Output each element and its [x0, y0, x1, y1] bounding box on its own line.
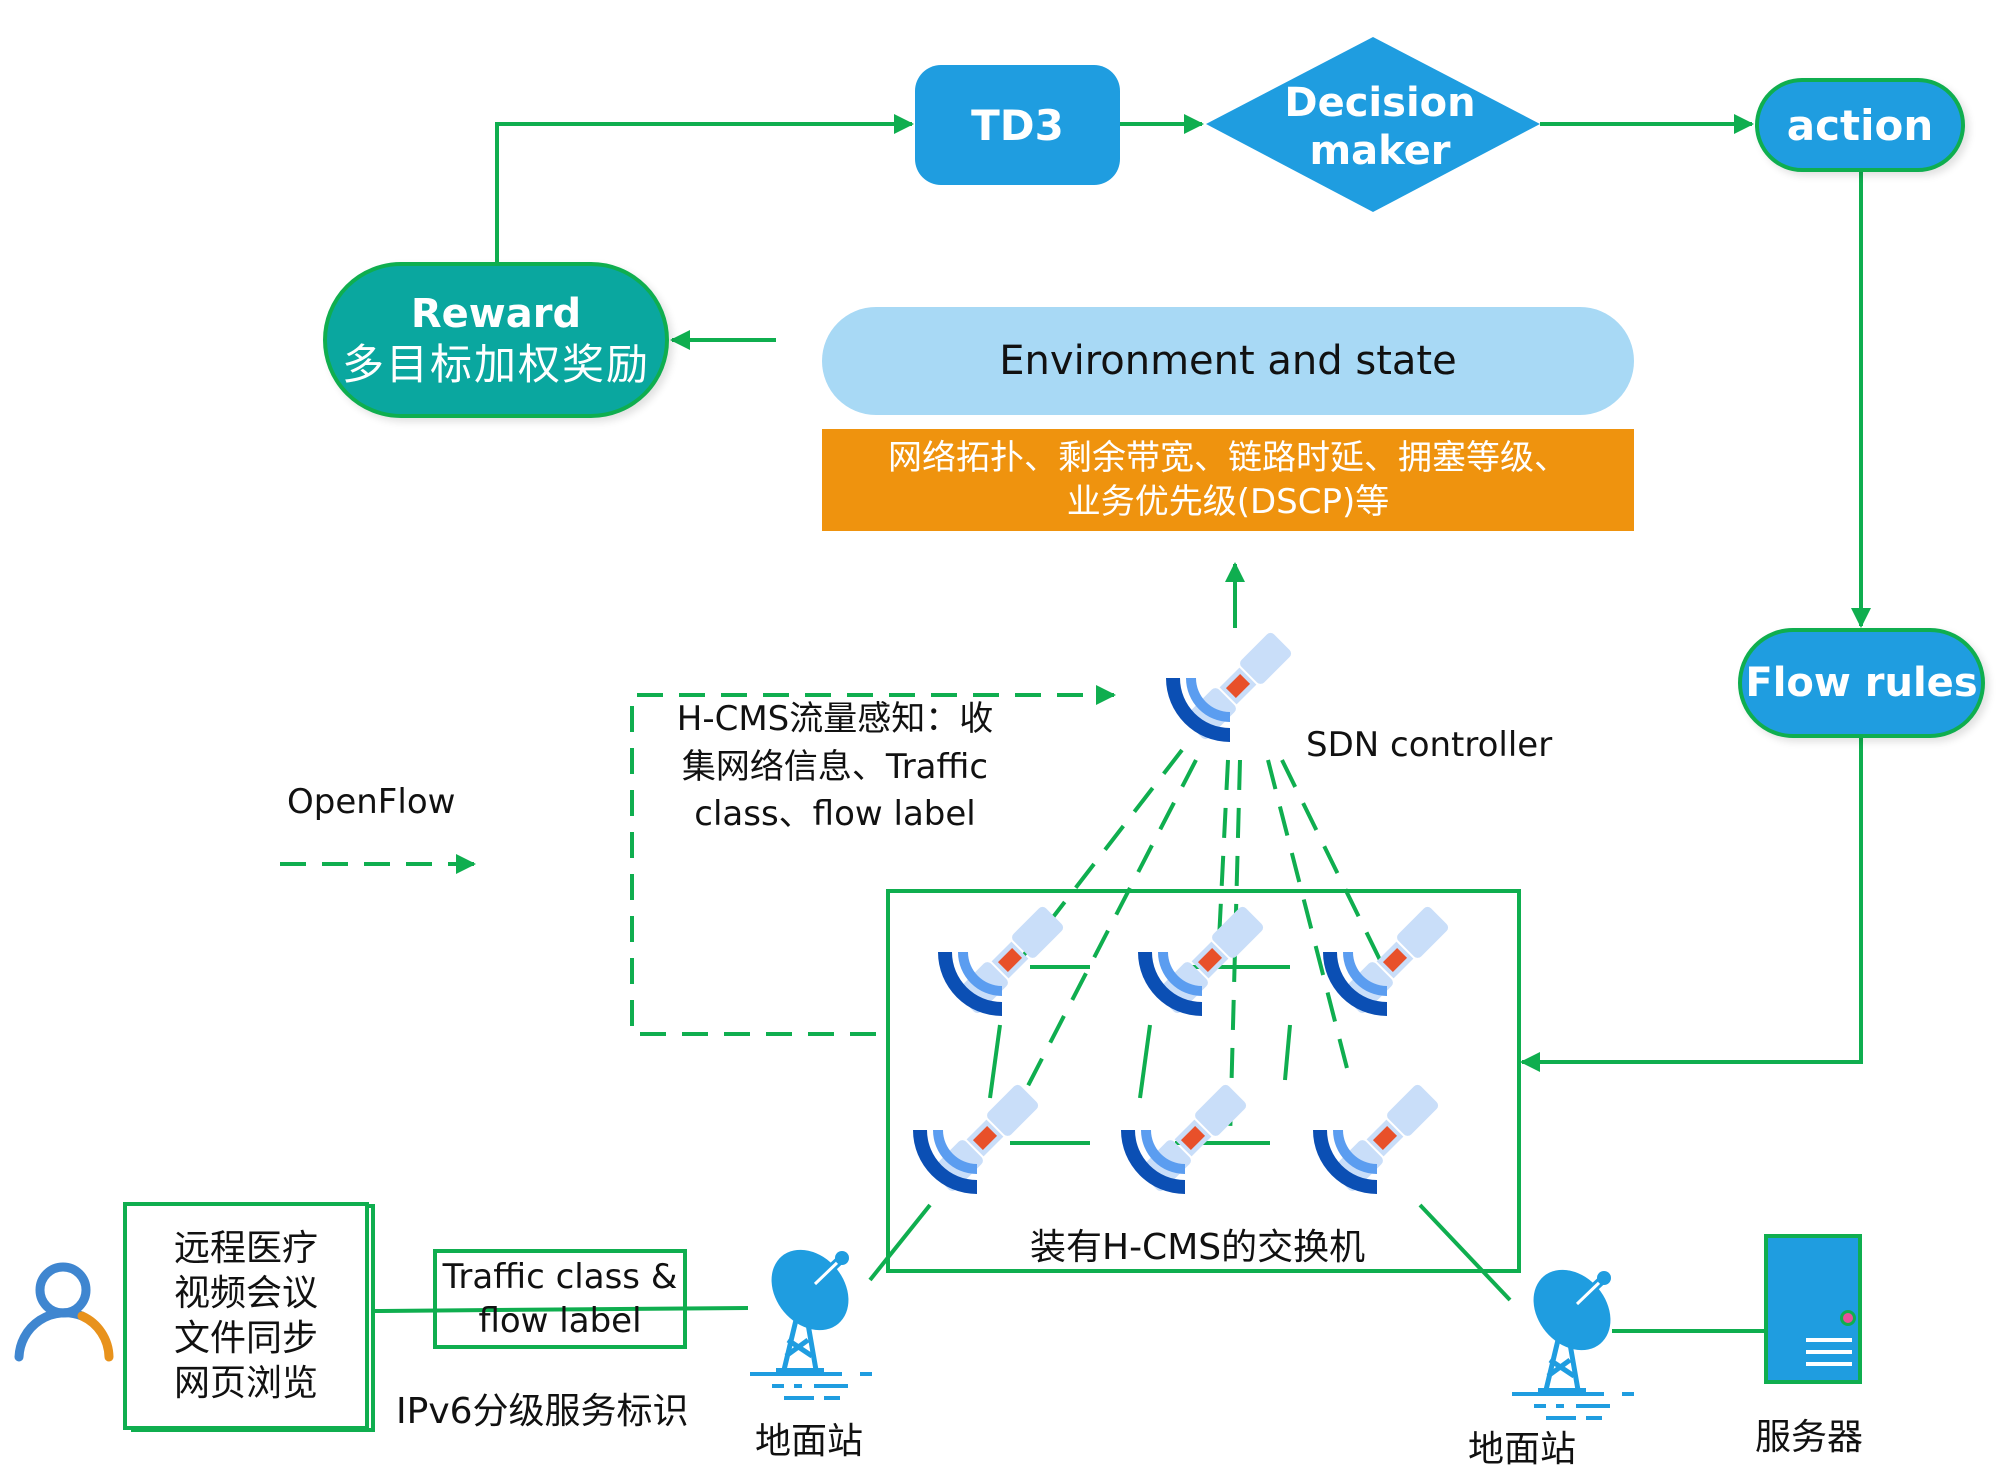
ground-station-right-icon	[1512, 1254, 1634, 1418]
switch-satellite-icon	[913, 1082, 1041, 1194]
switch-satellite-icon	[938, 904, 1066, 1016]
openflow-legend-label: OpenFlow	[287, 782, 456, 822]
ground-station-right-label: 地面站	[1468, 1429, 1577, 1470]
switch-group-label: 装有H-CMS的交换机	[1030, 1227, 1366, 1268]
hcms-note-line1: H-CMS流量感知：收	[676, 699, 994, 739]
hcms-note-line3: class、flow label	[694, 794, 976, 835]
reward-subtitle: 多目标加权奖励	[341, 339, 650, 389]
application-item: 远程医疗	[173, 1228, 318, 1269]
traffic-class-line1: Traffic class &	[442, 1256, 678, 1297]
hcms-note-line2: 集网络信息、Traffic	[681, 746, 989, 787]
ipv6-label: IPv6分级服务标识	[396, 1391, 689, 1432]
reward-node[interactable]: Reward 多目标加权奖励	[323, 262, 669, 418]
action-node[interactable]: action	[1755, 78, 1965, 172]
user-icon	[14, 1262, 114, 1362]
flow-rules-node[interactable]: Flow rules	[1738, 628, 1985, 738]
switch-group-box	[886, 889, 1521, 1273]
sdn-controller-satellite-icon	[1166, 630, 1294, 742]
flowrules-to-switches-arrow	[1520, 738, 1863, 1072]
switch-satellite-icon	[1121, 1082, 1249, 1194]
ground-station-left-label: 地面站	[755, 1421, 864, 1462]
ground-station-left-icon	[750, 1234, 872, 1398]
decision-maker-line2: maker	[1309, 128, 1451, 174]
traffic-class-line2: flow label	[478, 1301, 642, 1341]
server-slot	[1806, 1362, 1852, 1366]
application-item: 文件同步	[173, 1318, 318, 1359]
applications-box: 远程医疗 视频会议 文件同步 网页浏览	[123, 1202, 369, 1430]
server-led	[1840, 1310, 1856, 1326]
server-label: 服务器	[1755, 1417, 1864, 1458]
sdn-controller-label: SDN controller	[1306, 725, 1553, 765]
reward-to-td3-arrow	[495, 114, 914, 262]
td3-node[interactable]: TD3	[915, 65, 1120, 185]
hcms-note: H-CMS流量感知：收 集网络信息、Traffic class、flow lab…	[645, 696, 1025, 839]
traffic-class-box: Traffic class & flow label	[433, 1249, 687, 1349]
openflow-links	[998, 748, 1382, 1141]
application-item: 网页浏览	[173, 1363, 318, 1404]
decision-maker-diamond	[1206, 37, 1540, 212]
switch-satellite-icon	[1313, 1082, 1441, 1194]
state-features-line1: 网络拓扑、剩余带宽、链路时延、拥塞等级、	[888, 437, 1568, 478]
state-features-line2: 业务优先级(DSCP)等	[1066, 482, 1390, 522]
server-icon	[1764, 1234, 1862, 1384]
application-item: 视频会议	[173, 1273, 318, 1314]
switch-satellite-icon	[1138, 904, 1266, 1016]
reward-title: Reward	[410, 290, 582, 337]
switch-satellite-icon	[1323, 904, 1451, 1016]
hcms-report-arrow	[630, 685, 1116, 1036]
server-slot	[1806, 1350, 1852, 1354]
decision-maker-line1: Decision	[1284, 80, 1476, 126]
environment-state-node[interactable]: Environment and state	[822, 307, 1634, 415]
state-features-box: 网络拓扑、剩余带宽、链路时延、拥塞等级、 业务优先级(DSCP)等	[822, 429, 1634, 531]
server-slot	[1806, 1338, 1852, 1342]
